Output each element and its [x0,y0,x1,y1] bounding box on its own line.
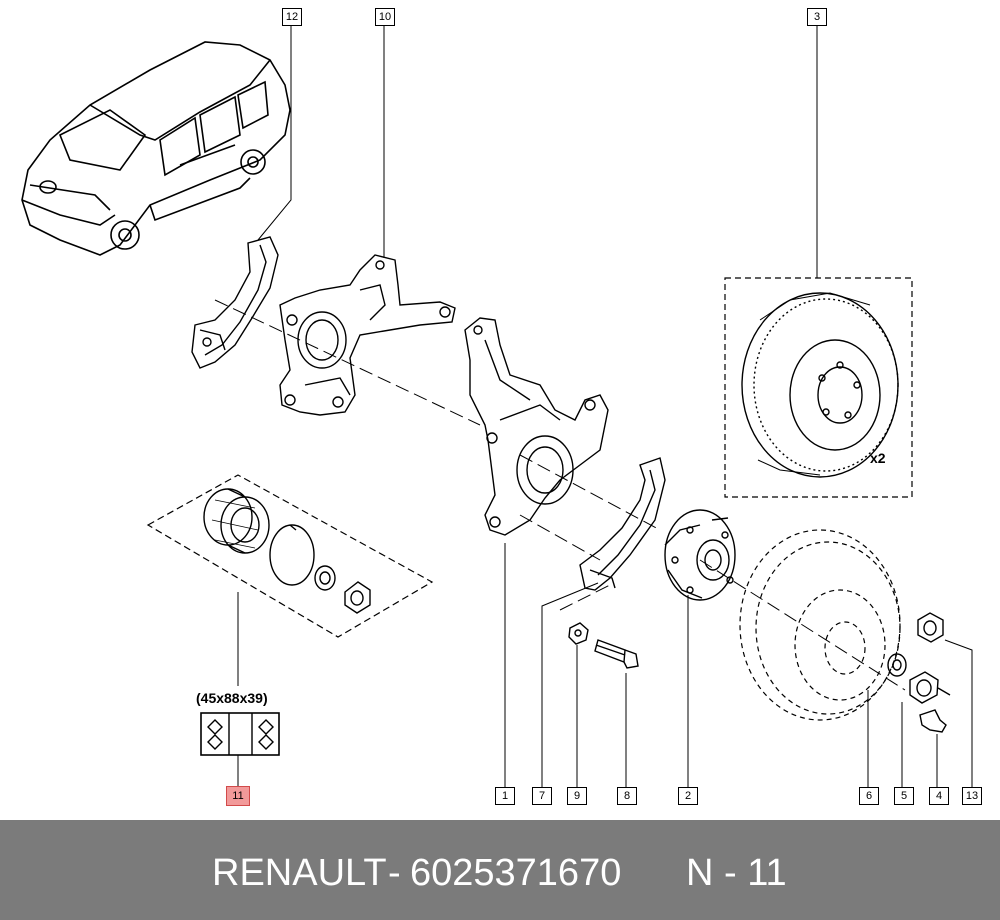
disc-quantity-label: x2 [870,450,886,466]
bearing-symbol [200,712,280,756]
callout-5[interactable]: 5 [894,787,914,805]
footer-bar: RENAULT - 6025371670 N - 11 [0,820,1000,920]
part-13-nut [917,612,944,643]
callout-11[interactable]: 11 [226,786,250,806]
callout-7[interactable]: 7 [532,787,552,805]
part-12-dust-shield [191,236,279,369]
callout-6[interactable]: 6 [859,787,879,805]
footer-separator: - [388,852,401,894]
part-number: 6025371670 [410,852,622,894]
bearing-kit [146,474,434,638]
callout-12[interactable]: 12 [282,8,302,26]
assembly-axis [214,299,906,691]
part-1-steering-knuckle [464,317,609,536]
callout-3[interactable]: 3 [807,8,827,26]
part-9-nut [568,622,589,645]
callout-1[interactable]: 1 [495,787,515,805]
part-6-washer [887,653,907,677]
bearing-size-label: (45x88x39) [196,690,268,706]
callout-2[interactable]: 2 [678,787,698,805]
brand-name: RENAULT [212,852,387,894]
part-7-dust-shield [579,457,666,591]
part-10-steering-knuckle [279,254,456,416]
vehicle-illustration [21,41,291,256]
callout-9[interactable]: 9 [567,787,587,805]
parts-diagram [21,25,973,788]
callout-4[interactable]: 4 [929,787,949,805]
part-2-wheel-hub [664,509,736,601]
leader-lines [237,25,973,788]
part-5-hub-nut [909,671,951,704]
callout-13[interactable]: 13 [962,787,982,805]
part-8-bolt [594,639,639,669]
part-3-brake-disc-box [724,277,913,498]
callout-10[interactable]: 10 [375,8,395,26]
brake-disc-assembly [739,529,901,721]
diagram-reference: N - 11 [686,852,787,894]
callout-8[interactable]: 8 [617,787,637,805]
part-4-wheel-bolt [919,709,947,733]
